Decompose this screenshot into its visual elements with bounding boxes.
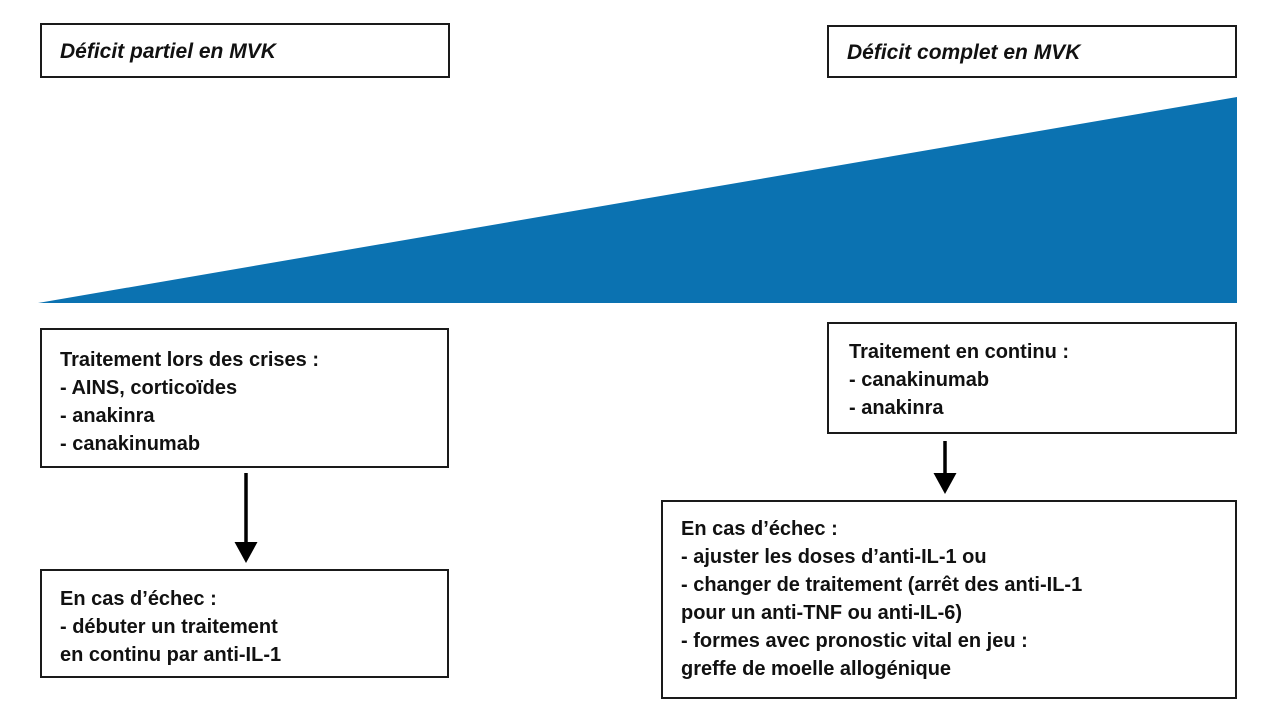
box-line: - canakinumab [849, 369, 990, 391]
box-line: - anakinra [849, 397, 944, 419]
box-line: - changer de traitement (arrêt des anti-… [681, 574, 1083, 596]
box-line: - AINS, corticoïdes [60, 377, 238, 399]
box-line: En cas d’échec : [681, 518, 838, 540]
crisis-treatment-box: Traitement lors des crises : - AINS, cor… [40, 328, 449, 468]
continuous-treatment-box: Traitement en continu : - canakinumab - … [827, 322, 1237, 434]
partial-deficit-title-box: Déficit partiel en MVK [40, 23, 450, 78]
complete-deficit-title-box: Déficit complet en MVK [827, 25, 1237, 78]
box-line: Traitement lors des crises : [60, 349, 320, 371]
box-line: greffe de moelle allogénique [681, 658, 952, 680]
partial-deficit-title: Déficit partiel en MVK [60, 40, 276, 63]
right-down-arrow [933, 441, 957, 494]
box-line: En cas d’échec : [60, 588, 217, 610]
left-failure-box: En cas d’échec : - débuter un traitement… [40, 569, 449, 678]
box-line: Traitement en continu : [849, 341, 1070, 363]
box-line: - formes avec pronostic vital en jeu : [681, 630, 1028, 652]
box-line: - ajuster les doses d’anti-IL-1 ou [681, 546, 987, 568]
box-line: - débuter un traitement [60, 616, 278, 638]
box-line: en continu par anti-IL-1 [60, 644, 282, 666]
box-line: - canakinumab [60, 433, 201, 455]
complete-deficit-title: Déficit complet en MVK [847, 41, 1081, 64]
box-line: pour un anti-TNF ou anti-IL-6) [681, 602, 963, 624]
box-line: - anakinra [60, 405, 155, 427]
right-failure-box: En cas d’échec : - ajuster les doses d’a… [661, 500, 1237, 699]
left-down-arrow [234, 473, 258, 563]
severity-gradient-triangle [38, 97, 1237, 303]
